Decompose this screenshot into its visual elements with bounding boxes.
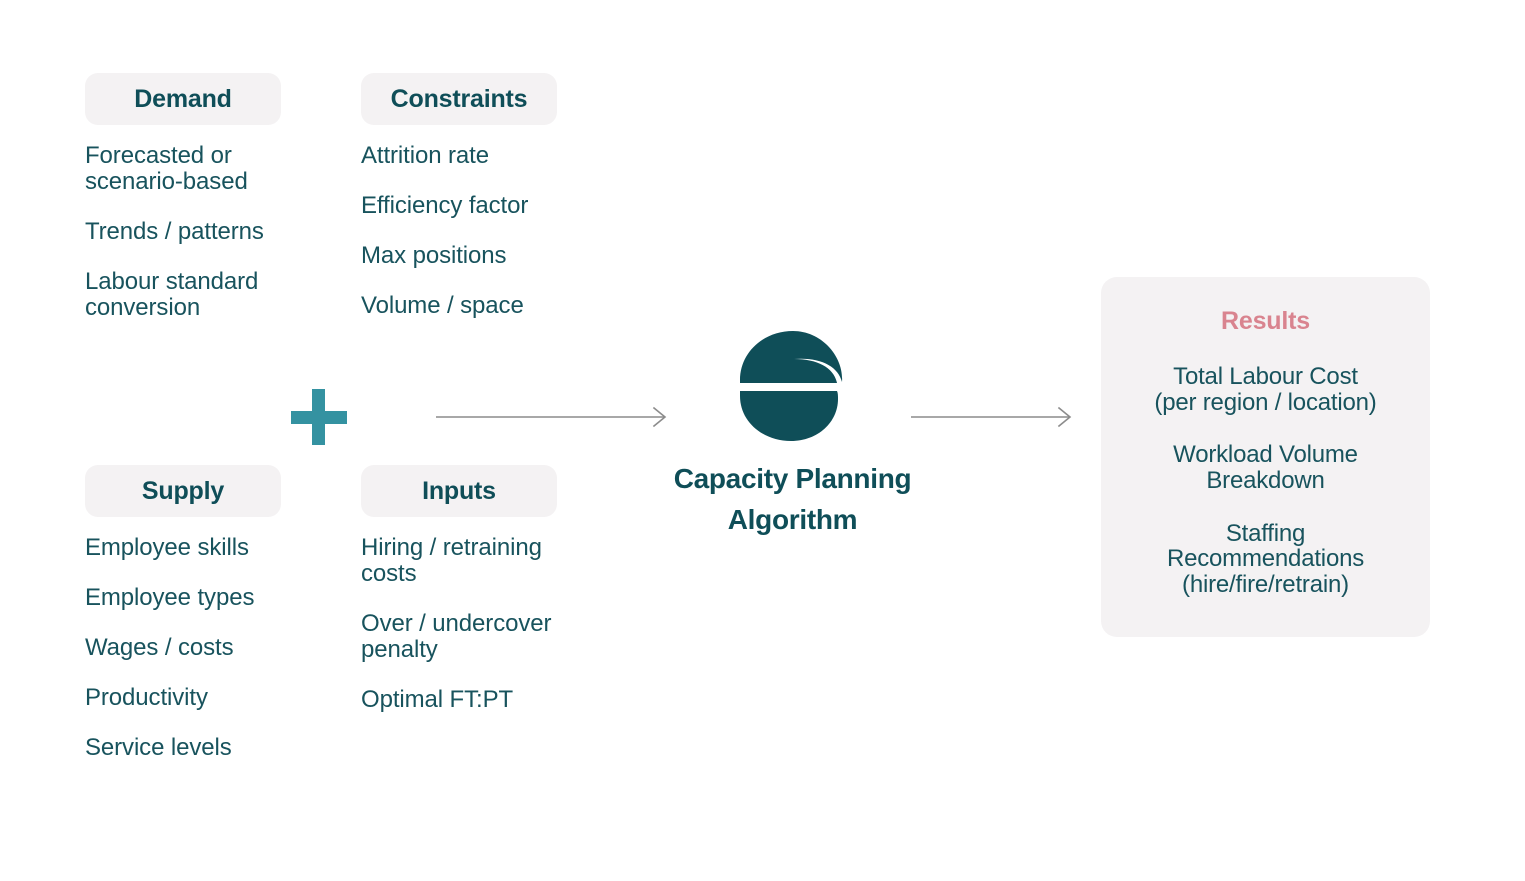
list-item: Hiring / retraining costs xyxy=(361,534,542,587)
list-item: Employee types xyxy=(85,583,255,611)
list-item: Volume / space xyxy=(361,291,524,319)
list-item: Over / undercover penalty xyxy=(361,609,552,663)
item-list-constraints: Attrition rate Efficiency factor Max pos… xyxy=(361,143,661,319)
list-item: Efficiency factor xyxy=(361,191,529,219)
column-supply: Supply Employee skills Employee types Wa… xyxy=(85,465,385,761)
list-item: Service levels xyxy=(85,733,232,761)
list-item: Staffing Recommendations (hire/fire/retr… xyxy=(1166,519,1365,599)
list-item: Labour standard conversion xyxy=(85,267,259,321)
list-item: Optimal FT:PT xyxy=(361,685,514,713)
list-item: Forecasted or scenario-based xyxy=(85,142,248,195)
arrow-right-icon xyxy=(436,405,668,429)
list-item: Max positions xyxy=(361,241,507,269)
pill-inputs: Inputs xyxy=(361,465,557,517)
results-item-list: Total Labour Cost (per region / location… xyxy=(1115,364,1416,598)
pill-supply: Supply xyxy=(85,465,281,517)
item-list-inputs: Hiring / retraining costs Over / underco… xyxy=(361,535,661,713)
results-title: Results xyxy=(1221,307,1310,335)
column-inputs: Inputs Hiring / retraining costs Over / … xyxy=(361,465,661,713)
list-item: Workload Volume Breakdown xyxy=(1173,441,1358,495)
item-list-supply: Employee skills Employee types Wages / c… xyxy=(85,535,385,761)
page-title: Capacity Planning Algorithm xyxy=(673,463,912,535)
pill-label-supply: Supply xyxy=(141,476,225,505)
pill-label-inputs: Inputs xyxy=(422,476,496,505)
plus-icon-vertical-bar xyxy=(312,389,325,445)
center-algorithm-block: Capacity Planning Algorithm xyxy=(645,330,940,540)
item-list-demand: Forecasted or scenario-based Trends / pa… xyxy=(85,143,385,321)
column-constraints: Constraints Attrition rate Efficiency fa… xyxy=(361,73,661,319)
results-card: Results Total Labour Cost (per region / … xyxy=(1101,277,1430,637)
pill-demand: Demand xyxy=(85,73,281,125)
company-logo-icon xyxy=(738,330,848,442)
pill-label-demand: Demand xyxy=(134,84,232,113)
column-demand: Demand Forecasted or scenario-based Tren… xyxy=(85,73,385,321)
list-item: Attrition rate xyxy=(361,142,489,169)
plus-icon xyxy=(291,389,347,445)
list-item: Wages / costs xyxy=(85,633,234,661)
list-item: Employee skills xyxy=(85,534,249,561)
list-item: Productivity xyxy=(85,683,208,711)
list-item: Trends / patterns xyxy=(85,217,264,245)
arrow-right-icon xyxy=(911,405,1073,429)
pill-constraints: Constraints xyxy=(361,73,557,125)
list-item: Total Labour Cost (per region / location… xyxy=(1154,363,1377,416)
pill-label-constraints: Constraints xyxy=(390,84,528,113)
